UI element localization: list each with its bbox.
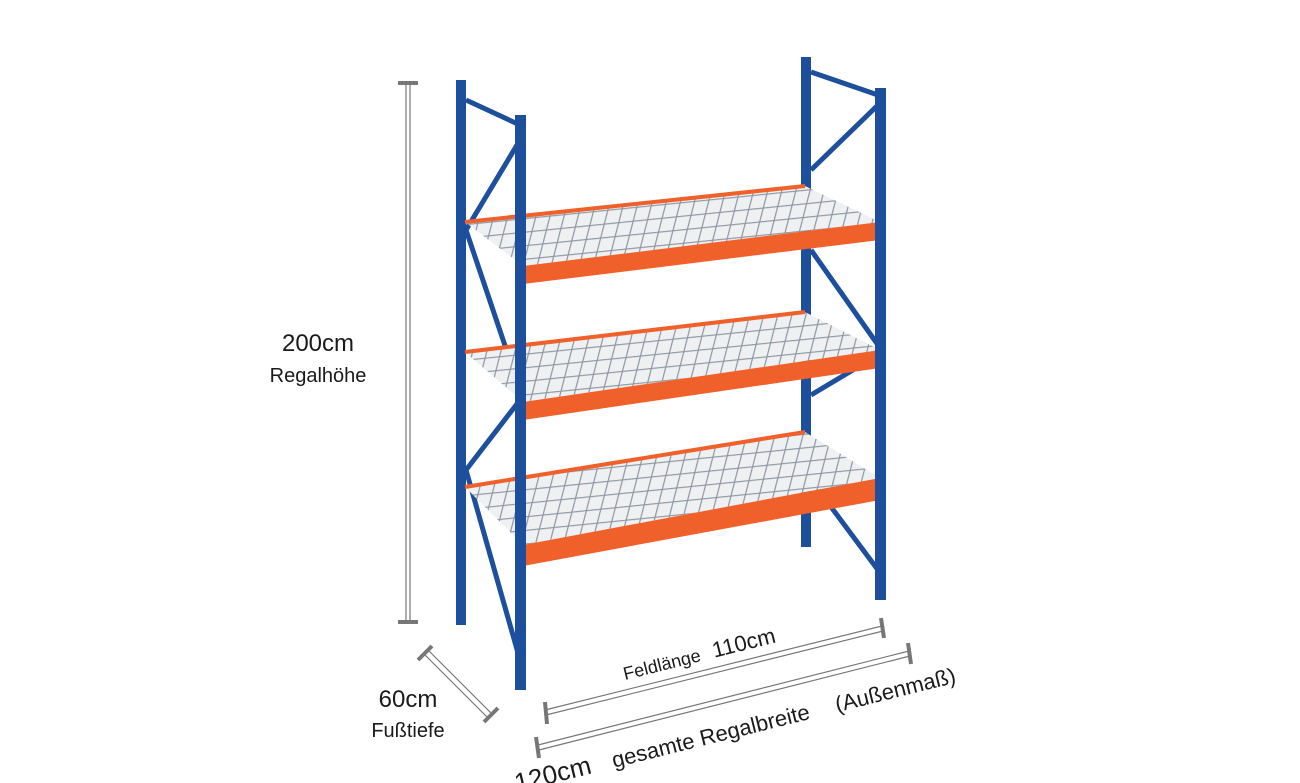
left-back-upright bbox=[456, 80, 523, 661]
left-front-upright bbox=[515, 115, 526, 690]
field-length-label: Feldlänge bbox=[621, 645, 703, 684]
total-width-label: gesamte Regalbreite bbox=[609, 699, 812, 772]
shelf-level-3 bbox=[464, 430, 880, 566]
shelf-level-1 bbox=[464, 184, 880, 284]
depth-label: Fußtiefe bbox=[371, 720, 444, 742]
field-length-dimension-line bbox=[543, 617, 886, 725]
field-length-value: 110cm bbox=[709, 623, 778, 663]
height-value: 200cm bbox=[282, 330, 354, 357]
total-width-value: 120cm bbox=[511, 750, 594, 783]
depth-value: 60cm bbox=[379, 686, 438, 713]
height-label: Regalhöhe bbox=[270, 365, 367, 387]
right-front-upright bbox=[875, 88, 886, 600]
depth-dimension-line bbox=[416, 644, 500, 724]
height-dimension-line bbox=[398, 81, 418, 624]
shelf-level-2 bbox=[464, 310, 880, 420]
total-width-dimension-line bbox=[534, 642, 913, 759]
